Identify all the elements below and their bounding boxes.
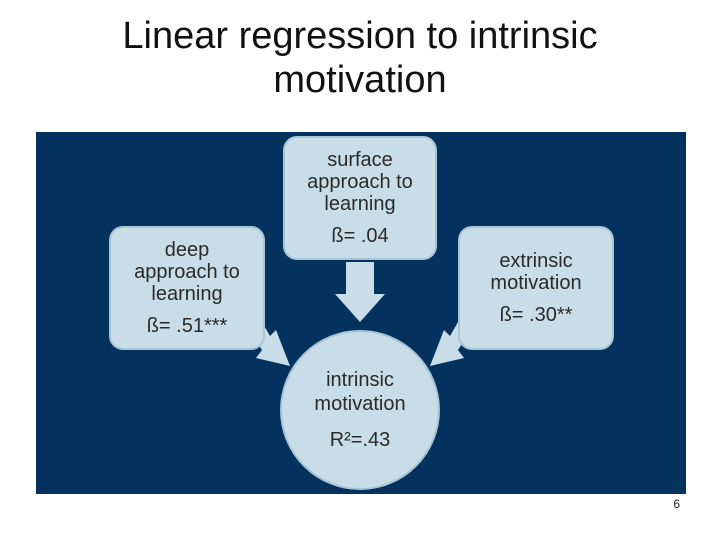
title-line-2: motivation (273, 59, 447, 101)
surface-approach-node: surface approach to learning ß= .04 (283, 136, 437, 260)
surface-line-1: surface (327, 149, 393, 171)
extrinsic-motivation-node: extrinsic motivation ß= .30** (458, 226, 614, 350)
surface-line-3: learning (324, 193, 396, 215)
deep-line-3: learning (151, 283, 223, 305)
extrinsic-beta: ß= .30** (499, 304, 573, 326)
intrinsic-motivation-node: intrinsic motivation R²=.43 (280, 330, 440, 490)
r-squared: R²=.43 (329, 429, 391, 451)
intrinsic-line-2: motivation (314, 393, 406, 415)
title-line-1: Linear regression to intrinsic (122, 15, 598, 57)
extrinsic-line-2: motivation (490, 272, 582, 294)
deep-line-1: deep (164, 239, 210, 261)
surface-line-2: approach to (307, 171, 413, 193)
extrinsic-line-1: extrinsic (499, 250, 573, 272)
deep-beta: ß= .51*** (146, 315, 228, 337)
deep-approach-node: deep approach to learning ß= .51*** (109, 226, 265, 350)
slide-title: Linear regression to intrinsic motivatio… (0, 14, 720, 102)
intrinsic-line-1: intrinsic (326, 369, 394, 391)
deep-line-2: approach to (134, 261, 240, 283)
page-number: 6 (673, 497, 680, 511)
surface-beta: ß= .04 (331, 225, 389, 247)
